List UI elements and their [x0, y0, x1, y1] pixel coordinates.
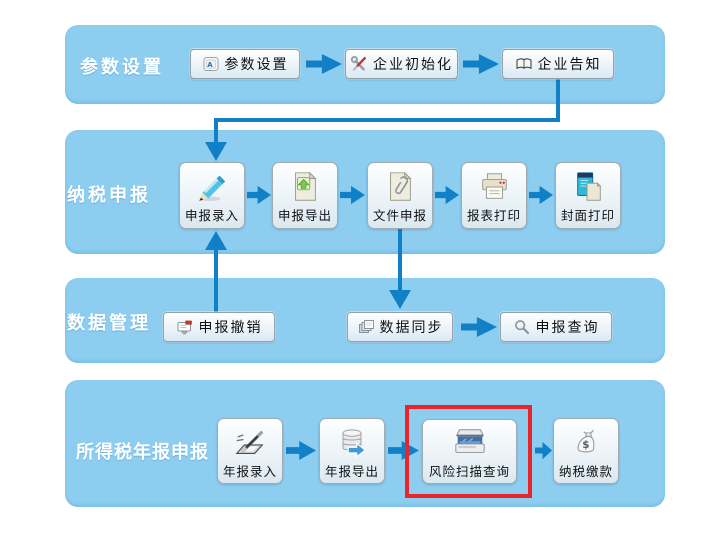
- printer-icon: [482, 173, 507, 199]
- arrow-right-icon: [286, 440, 316, 461]
- svg-text:$: $: [582, 439, 590, 451]
- connector-line: [214, 118, 218, 144]
- button-label: 年报录入: [222, 463, 277, 479]
- param-settings-button[interactable]: A 参数设置: [190, 49, 300, 79]
- arrow-down-icon: [389, 290, 411, 309]
- arrow-right-icon: [306, 54, 342, 74]
- scanner-icon: [454, 429, 485, 453]
- button-label: 申报录入: [184, 208, 239, 223]
- connector-line: [214, 118, 560, 122]
- risk-scan-query-button[interactable]: 风险扫描查询: [422, 419, 517, 484]
- band-label-parameter-settings: 参数设置: [80, 57, 164, 78]
- button-label: 数据同步: [379, 320, 444, 336]
- arrow-right-icon: [463, 54, 499, 74]
- enterprise-notice-button[interactable]: 企业告知: [502, 49, 614, 79]
- annual-entry-button[interactable]: 年报录入: [217, 418, 283, 484]
- tools-icon: [350, 56, 366, 71]
- book-cover-icon: [577, 172, 602, 201]
- tax-payment-button[interactable]: $ 纳税缴款: [553, 418, 619, 484]
- connector-line: [398, 229, 402, 291]
- button-label: 纳税缴款: [558, 463, 613, 479]
- form-revoke-icon: [177, 320, 192, 335]
- arrow-right-icon: [535, 441, 552, 460]
- connector-line: [556, 78, 560, 120]
- band-label-annual-income-tax: 所得税年报申报: [76, 442, 209, 463]
- declare-entry-button[interactable]: 申报录入: [179, 162, 245, 229]
- button-label: 封面打印: [560, 208, 615, 223]
- arrow-right-icon: [435, 185, 459, 205]
- signature-pad-icon: [235, 430, 264, 454]
- button-label: 风险扫描查询: [428, 464, 510, 479]
- pencil-icon: [199, 175, 226, 202]
- arrow-right-icon: [340, 185, 365, 205]
- data-sync-button[interactable]: 数据同步: [347, 312, 453, 342]
- open-book-icon: [515, 58, 532, 70]
- arrow-right-icon: [247, 185, 271, 205]
- magnifier-icon: [514, 320, 529, 335]
- button-label: 企业告知: [537, 57, 602, 73]
- arrow-right-icon: [388, 440, 419, 461]
- declare-revoke-button[interactable]: 申报撤销: [163, 312, 275, 342]
- arrow-up-icon: [205, 231, 227, 250]
- cover-print-button[interactable]: 封面打印: [555, 162, 621, 229]
- arrow-right-icon: [529, 185, 553, 205]
- button-label: 年报导出: [324, 463, 379, 479]
- button-label: 文件申报: [372, 208, 427, 223]
- button-label: 申报查询: [535, 320, 600, 336]
- button-label: 申报撤销: [198, 320, 263, 336]
- annual-export-button[interactable]: 年报导出: [319, 418, 385, 484]
- button-label: 申报导出: [277, 208, 332, 223]
- declare-export-button[interactable]: 申报导出: [272, 162, 338, 229]
- button-label: 报表打印: [466, 208, 521, 223]
- report-print-button[interactable]: 报表打印: [461, 162, 527, 229]
- band-label-tax-declaration: 纳税申报: [67, 185, 151, 206]
- button-label: 企业初始化: [373, 57, 453, 73]
- file-declare-button[interactable]: 文件申报: [367, 162, 433, 229]
- declare-query-button[interactable]: 申报查询: [500, 312, 612, 342]
- arrow-right-icon: [461, 317, 497, 337]
- arrow-down-icon: [205, 142, 227, 161]
- keyboard-key-icon: A: [203, 57, 218, 71]
- svg-text:A: A: [207, 61, 214, 69]
- band-label-data-management: 数据管理: [67, 313, 151, 334]
- document-export-icon: [295, 171, 317, 201]
- database-export-icon: [342, 428, 367, 458]
- enterprise-init-button[interactable]: 企业初始化: [345, 49, 458, 79]
- button-label: 参数设置: [224, 57, 289, 73]
- layered-sheets-icon: [358, 320, 374, 333]
- money-bag-icon: $: [577, 429, 595, 452]
- document-attachment-icon: [390, 171, 412, 201]
- connector-line: [214, 249, 218, 312]
